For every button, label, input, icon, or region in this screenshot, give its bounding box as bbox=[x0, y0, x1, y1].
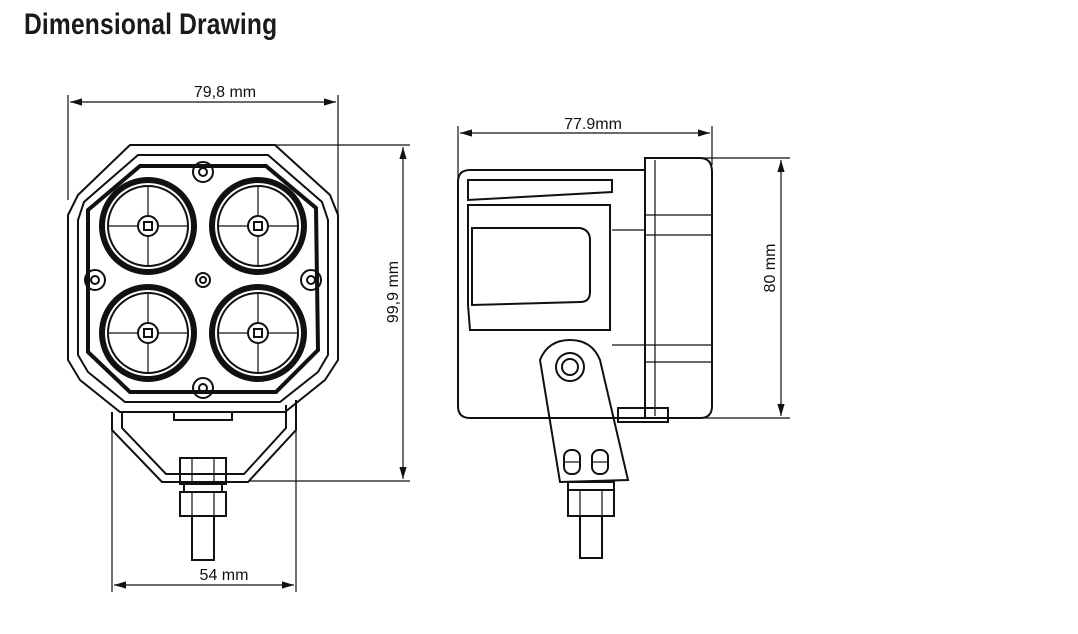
lens-bottom-left bbox=[99, 284, 197, 382]
bracket bbox=[111, 400, 297, 483]
bracket-width-dimension: 54 mm bbox=[111, 430, 297, 592]
side-depth-label: 77.9mm bbox=[564, 116, 622, 133]
lens-top-right bbox=[209, 177, 307, 275]
front-width-label: 79,8 mm bbox=[194, 84, 256, 101]
page-title: Dimensional Drawing bbox=[24, 8, 278, 41]
front-height-label: 99,9 mm bbox=[385, 261, 402, 323]
lens-top-left bbox=[99, 177, 197, 275]
side-height-dimension: 80 mm bbox=[700, 157, 790, 419]
screws bbox=[84, 161, 322, 399]
side-bracket bbox=[538, 338, 630, 484]
side-mount-bolt bbox=[567, 481, 615, 559]
front-width-dimension: 79,8 mm bbox=[67, 84, 339, 215]
lens-bottom-right bbox=[209, 284, 307, 382]
side-depth-dimension: 77.9mm bbox=[457, 116, 713, 300]
mount-bolt bbox=[179, 457, 227, 561]
side-height-label: 80 mm bbox=[762, 244, 779, 293]
front-height-dimension: 99,9 mm bbox=[248, 144, 410, 482]
side-view bbox=[457, 157, 713, 559]
front-view bbox=[67, 144, 339, 561]
bracket-width-label: 54 mm bbox=[200, 567, 249, 584]
